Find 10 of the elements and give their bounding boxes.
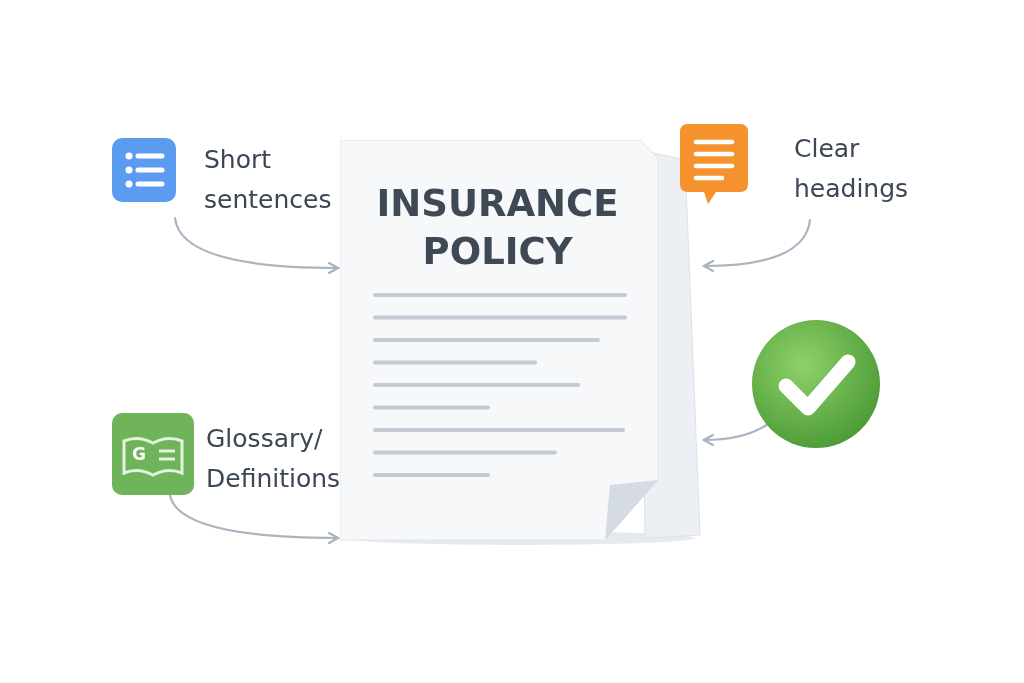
feature-label: Glossary/ Definitions [206,423,342,495]
curved-arrow [168,493,340,544]
feature-label: Short sentences [204,144,333,216]
checkmark-icon [750,318,882,450]
feature-label: Clear headings [794,133,910,205]
curved-arrow [702,218,812,272]
curved-arrow [702,422,770,446]
document-title: INSURANCE POLICY [375,181,620,275]
curved-arrow [173,216,340,274]
icon-letter: G [132,444,146,464]
